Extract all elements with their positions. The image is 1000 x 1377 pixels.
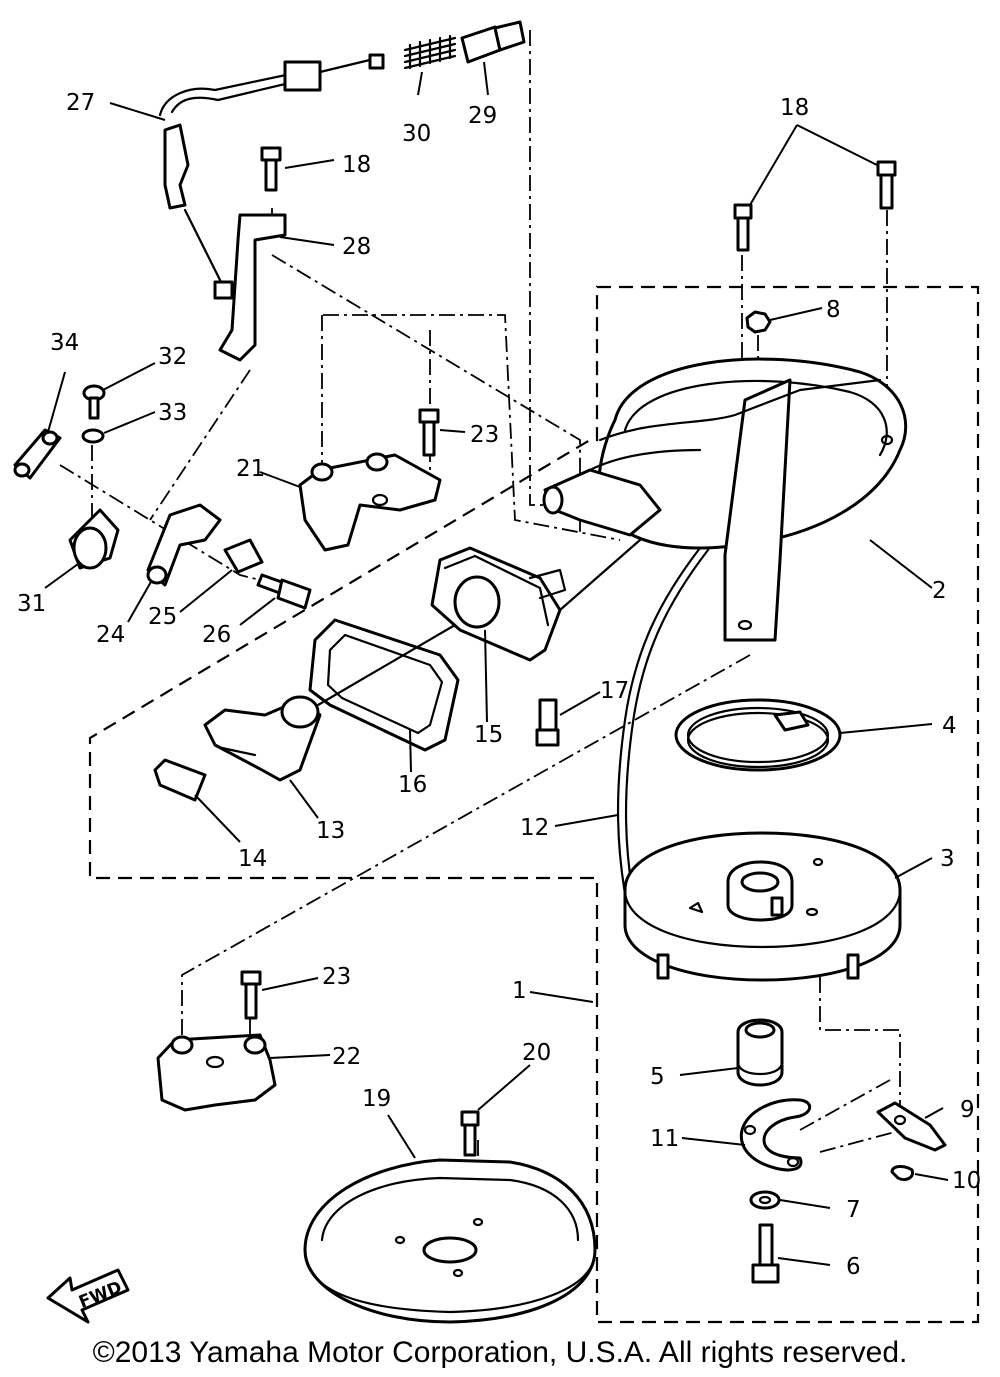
washer-part <box>749 1190 781 1210</box>
copyright-notice: ©2013 Yamaha Motor Corporation, U.S.A. A… <box>92 1336 908 1369</box>
callout-25: 25 <box>148 604 177 630</box>
callout-22: 22 <box>332 1044 361 1070</box>
callout-5: 5 <box>650 1064 665 1090</box>
seal-part <box>308 618 460 752</box>
bolt-part <box>256 573 312 610</box>
base-plate-part <box>303 1158 597 1324</box>
assembly-boundary <box>88 285 980 1324</box>
callout-27: 27 <box>66 90 95 116</box>
callout-20: 20 <box>522 1040 551 1066</box>
bracket-part <box>156 1033 277 1112</box>
handle-insert-part <box>153 758 207 802</box>
callout-32: 32 <box>158 344 187 370</box>
callout-21: 21 <box>236 456 265 482</box>
drive-plate-part <box>739 1098 811 1172</box>
bushing-part <box>736 1018 784 1087</box>
callout-1: 1 <box>512 978 527 1004</box>
callout-11: 11 <box>650 1126 679 1152</box>
callout-19: 19 <box>362 1086 391 1112</box>
callout-14: 14 <box>238 846 267 872</box>
callout-24: 24 <box>96 622 125 648</box>
callout-28: 28 <box>342 234 371 260</box>
spring-part <box>403 34 457 70</box>
starter-case-part <box>542 357 908 642</box>
callout-15: 15 <box>474 722 503 748</box>
callout-16: 16 <box>398 772 427 798</box>
callout-18: 18 <box>780 95 809 121</box>
handle-housing-part <box>430 546 567 662</box>
link-part <box>13 428 62 480</box>
bracket-part <box>218 213 287 362</box>
lever-bracket-part <box>298 452 442 552</box>
screw-part <box>535 698 560 747</box>
screw-part <box>82 384 106 420</box>
callout-12: 12 <box>520 815 549 841</box>
callout-7: 7 <box>846 1197 861 1223</box>
callout-9: 9 <box>960 1097 975 1123</box>
bolt-part <box>260 146 897 252</box>
starter-rope <box>316 538 642 707</box>
callout-31: 31 <box>17 591 46 617</box>
pawl-part <box>876 1101 947 1152</box>
clip-part <box>890 1165 915 1182</box>
leader-lines <box>44 61 949 1266</box>
callout-2: 2 <box>932 578 947 604</box>
bolt-part <box>240 408 440 1020</box>
collar-part <box>68 508 120 570</box>
callout-10: 10 <box>952 1168 981 1194</box>
forward-arrow-icon: FWD <box>46 1268 130 1324</box>
starter-rope-part <box>616 546 710 924</box>
callout-6: 6 <box>846 1254 861 1280</box>
plunger-part <box>460 20 526 64</box>
callout-33: 33 <box>158 400 187 426</box>
cable-part <box>158 53 385 300</box>
sheave-drum-part <box>623 831 902 982</box>
callout-4: 4 <box>942 713 957 739</box>
spiral-spring-part <box>674 698 842 772</box>
bolt-part <box>460 1110 480 1157</box>
callout-18: 18 <box>342 152 371 178</box>
callout-17: 17 <box>600 678 629 704</box>
callout-29: 29 <box>468 103 497 129</box>
pin-part <box>223 538 264 574</box>
starter-handle-part <box>203 695 322 782</box>
callout-labels: 27 30 29 18 18 28 8 34 32 33 23 21 31 24… <box>17 90 981 1280</box>
lever-part <box>146 503 222 587</box>
callout-26: 26 <box>202 622 231 648</box>
callout-8: 8 <box>826 297 841 323</box>
callout-13: 13 <box>316 818 345 844</box>
bolt-part <box>751 1223 780 1284</box>
nut-part <box>745 310 772 334</box>
callout-3: 3 <box>940 846 955 872</box>
washer-part <box>81 428 105 444</box>
callout-30: 30 <box>402 121 431 147</box>
callout-34: 34 <box>50 330 79 356</box>
callout-23: 23 <box>470 422 499 448</box>
callout-23: 23 <box>322 964 351 990</box>
